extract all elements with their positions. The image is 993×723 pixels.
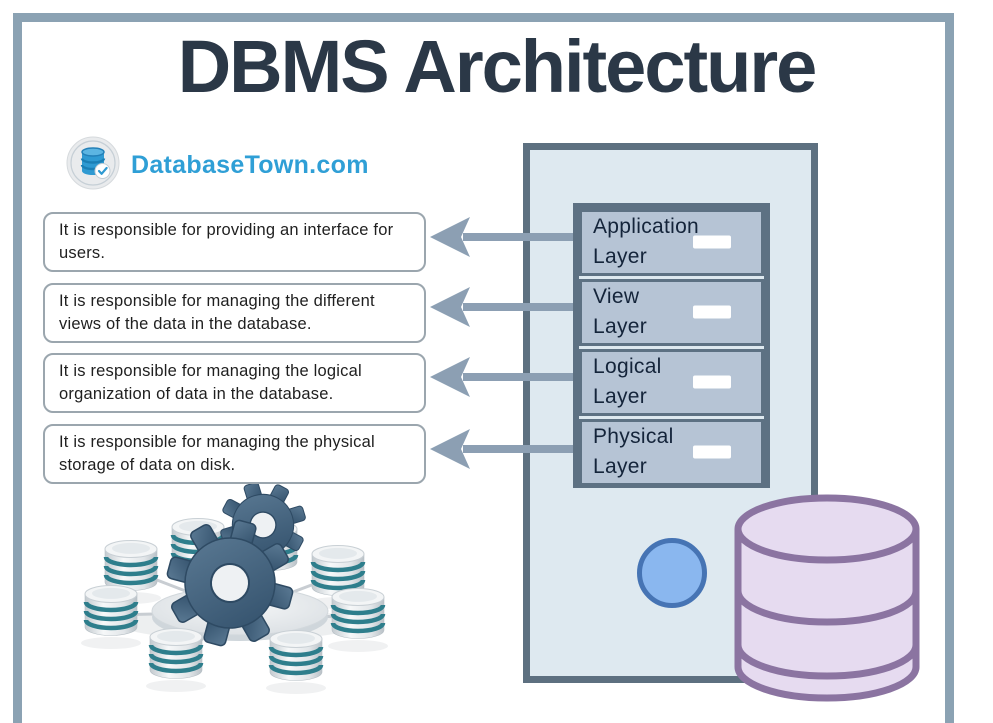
page-title: DBMS Architecture — [177, 25, 818, 108]
description-text: It is responsible for managing the diffe… — [59, 291, 375, 333]
layer-stack: Application Layer View Layer Logical Lay… — [573, 203, 770, 488]
layer-view: View Layer — [579, 278, 764, 346]
drive-slot — [693, 235, 731, 249]
description-box-application-layer: It is responsible for providing an inter… — [43, 212, 426, 272]
description-box-logical-layer: It is responsible for managing the logic… — [43, 353, 426, 413]
layer-label: Physical Layer — [593, 424, 674, 479]
database-stack — [150, 629, 202, 679]
database-stack — [312, 546, 364, 596]
logo-text: DatabaseTown.com — [131, 151, 369, 179]
layer-label: Logical Layer — [593, 354, 662, 409]
logo: DatabaseTown.com — [66, 136, 369, 195]
drive-slot — [693, 445, 731, 459]
database-stack — [105, 541, 157, 591]
layer-logical: Logical Layer — [579, 348, 764, 416]
description-text: It is responsible for providing an inter… — [59, 220, 394, 262]
layer-label: Application Layer — [593, 215, 700, 269]
description-box-physical-layer: It is responsible for managing the physi… — [43, 424, 426, 484]
layer-physical: Physical Layer — [579, 418, 764, 486]
database-cylinder-icon — [734, 494, 920, 702]
database-stack — [85, 586, 137, 636]
power-button-circle — [637, 538, 707, 608]
database-stack — [332, 589, 384, 639]
database-stack — [270, 631, 322, 681]
layer-application: Application Layer — [579, 209, 764, 276]
drive-slot — [693, 305, 731, 319]
description-box-view-layer: It is responsible for managing the diffe… — [43, 283, 426, 343]
database-check-icon — [66, 136, 120, 195]
description-text: It is responsible for managing the physi… — [59, 432, 375, 474]
gears-database-network-illustration — [81, 484, 388, 694]
drive-slot — [693, 375, 731, 389]
description-text: It is responsible for managing the logic… — [59, 361, 362, 403]
layer-label: View Layer — [593, 284, 648, 339]
